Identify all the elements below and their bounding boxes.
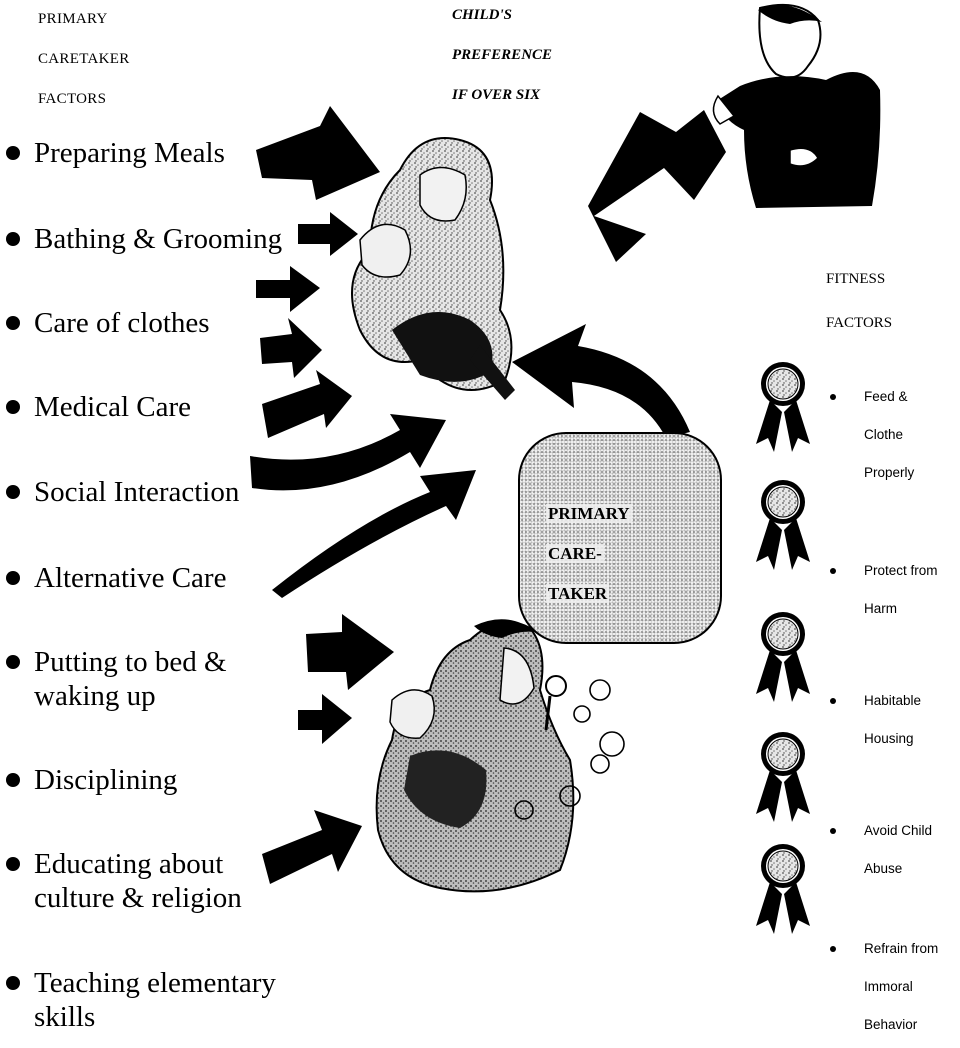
- caretaker-factor-label: Care of clothes: [34, 307, 210, 339]
- arrow-icon: [306, 614, 394, 690]
- caretaker-factor-item: Alternative Care: [6, 561, 226, 595]
- bullet-icon: [6, 773, 20, 787]
- caretaker-factor-label: Educating about culture & religion: [34, 848, 242, 914]
- award-ribbon-icon: [756, 362, 810, 452]
- father-with-child-illustration: [375, 619, 625, 893]
- arrow-icon: [260, 318, 322, 378]
- caretaker-factor-item: Care of clothes: [6, 306, 210, 340]
- childs-preference-header-line-1: CHILD'S: [452, 7, 513, 23]
- caretaker-factor-label: Social Interaction: [34, 476, 240, 508]
- bullet-icon: [830, 568, 836, 574]
- fitness-factor-item: Habitable Housing: [830, 682, 921, 758]
- fitness-factor-label: Avoid Child Abuse: [864, 823, 933, 876]
- caretaker-factor-item: Educating about culture & religion: [6, 847, 242, 915]
- fitness-factor-item: Avoid Child Abuse: [830, 812, 932, 888]
- award-ribbon-icon: [756, 732, 810, 822]
- bullet-icon: [830, 698, 836, 704]
- arrow-icon: [256, 266, 320, 312]
- arrow-icon: [272, 470, 476, 598]
- fitness-factors-header-line-2: FACTORS: [826, 315, 893, 331]
- caretaker-factor-item: Putting to bed & waking up: [6, 645, 227, 713]
- fitness-factor-label: Refrain from Immoral Behavior: [864, 941, 939, 1032]
- primary-caretaker-header-line-3: FACTORS: [38, 91, 107, 107]
- caretaker-factor-item: Preparing Meals: [6, 136, 225, 170]
- caretaker-factor-label: Bathing & Grooming: [34, 223, 283, 255]
- caretaker-factor-item: Medical Care: [6, 390, 191, 424]
- fitness-factor-label: Feed & Clothe Properly: [864, 389, 915, 480]
- childs-preference-header-line-2: PREFERENCE: [452, 47, 553, 63]
- bullet-icon: [830, 828, 836, 834]
- bullet-icon: [6, 857, 20, 871]
- arrow-icon: [250, 414, 446, 491]
- caretaker-factor-item: Teaching elementary skills: [6, 966, 276, 1034]
- mother-with-baby-illustration: [351, 137, 515, 400]
- caretaker-factor-item: Bathing & Grooming: [6, 222, 282, 256]
- center-box-line-1: PRIMARY: [546, 504, 632, 523]
- bullet-icon: [6, 316, 20, 330]
- fitness-factor-item: Feed & Clothe Properly: [830, 378, 914, 492]
- caretaker-factor-label: Disciplining: [34, 764, 178, 796]
- primary-caretaker-box: PRIMARY CARE- TAKER: [518, 432, 722, 644]
- bullet-icon: [6, 571, 20, 585]
- caretaker-factor-label: Putting to bed & waking up: [34, 646, 227, 712]
- award-ribbon-icon: [756, 480, 810, 570]
- bullet-icon: [6, 146, 20, 160]
- arrow-icon: [298, 694, 352, 744]
- child-figure-illustration: [712, 3, 881, 208]
- caretaker-factor-item: Disciplining: [6, 763, 177, 797]
- arrow-icon: [262, 810, 362, 884]
- arrow-icon: [298, 212, 358, 256]
- arrow-icon: [262, 370, 352, 438]
- bullet-icon: [830, 946, 836, 952]
- fitness-factor-label: Protect from Harm: [864, 563, 938, 616]
- caretaker-factor-label: Medical Care: [34, 391, 192, 423]
- arrow-icon: [256, 106, 380, 200]
- arrow-icon: [512, 324, 690, 438]
- primary-caretaker-header-line-1: PRIMARY: [38, 11, 108, 27]
- bullet-icon: [6, 655, 20, 669]
- bullet-icon: [830, 394, 836, 400]
- fitness-factors-header-line-1: FITNESS: [826, 271, 886, 287]
- caretaker-factor-label: Alternative Care: [34, 562, 227, 594]
- fitness-factor-item: Protect from Harm: [830, 552, 938, 628]
- bullet-icon: [6, 232, 20, 246]
- bullet-icon: [6, 976, 20, 990]
- arrow-icon: [588, 110, 726, 262]
- award-ribbon-icon: [756, 844, 810, 934]
- caretaker-factor-label: Teaching elementary skills: [34, 967, 276, 1033]
- caretaker-factor-item: Social Interaction: [6, 475, 239, 509]
- fitness-factor-item: Refrain from Immoral Behavior: [830, 930, 938, 1044]
- bullet-icon: [6, 400, 20, 414]
- primary-caretaker-header-line-2: CARETAKER: [38, 51, 130, 67]
- childs-preference-header-line-3: IF OVER SIX: [452, 87, 541, 103]
- fitness-factor-label: Habitable Housing: [864, 693, 922, 746]
- center-box-line-2: CARE-: [546, 544, 604, 563]
- center-box-line-3: TAKER: [546, 584, 610, 603]
- bullet-icon: [6, 485, 20, 499]
- caretaker-factor-label: Preparing Meals: [34, 137, 225, 169]
- award-ribbon-icon: [756, 612, 810, 702]
